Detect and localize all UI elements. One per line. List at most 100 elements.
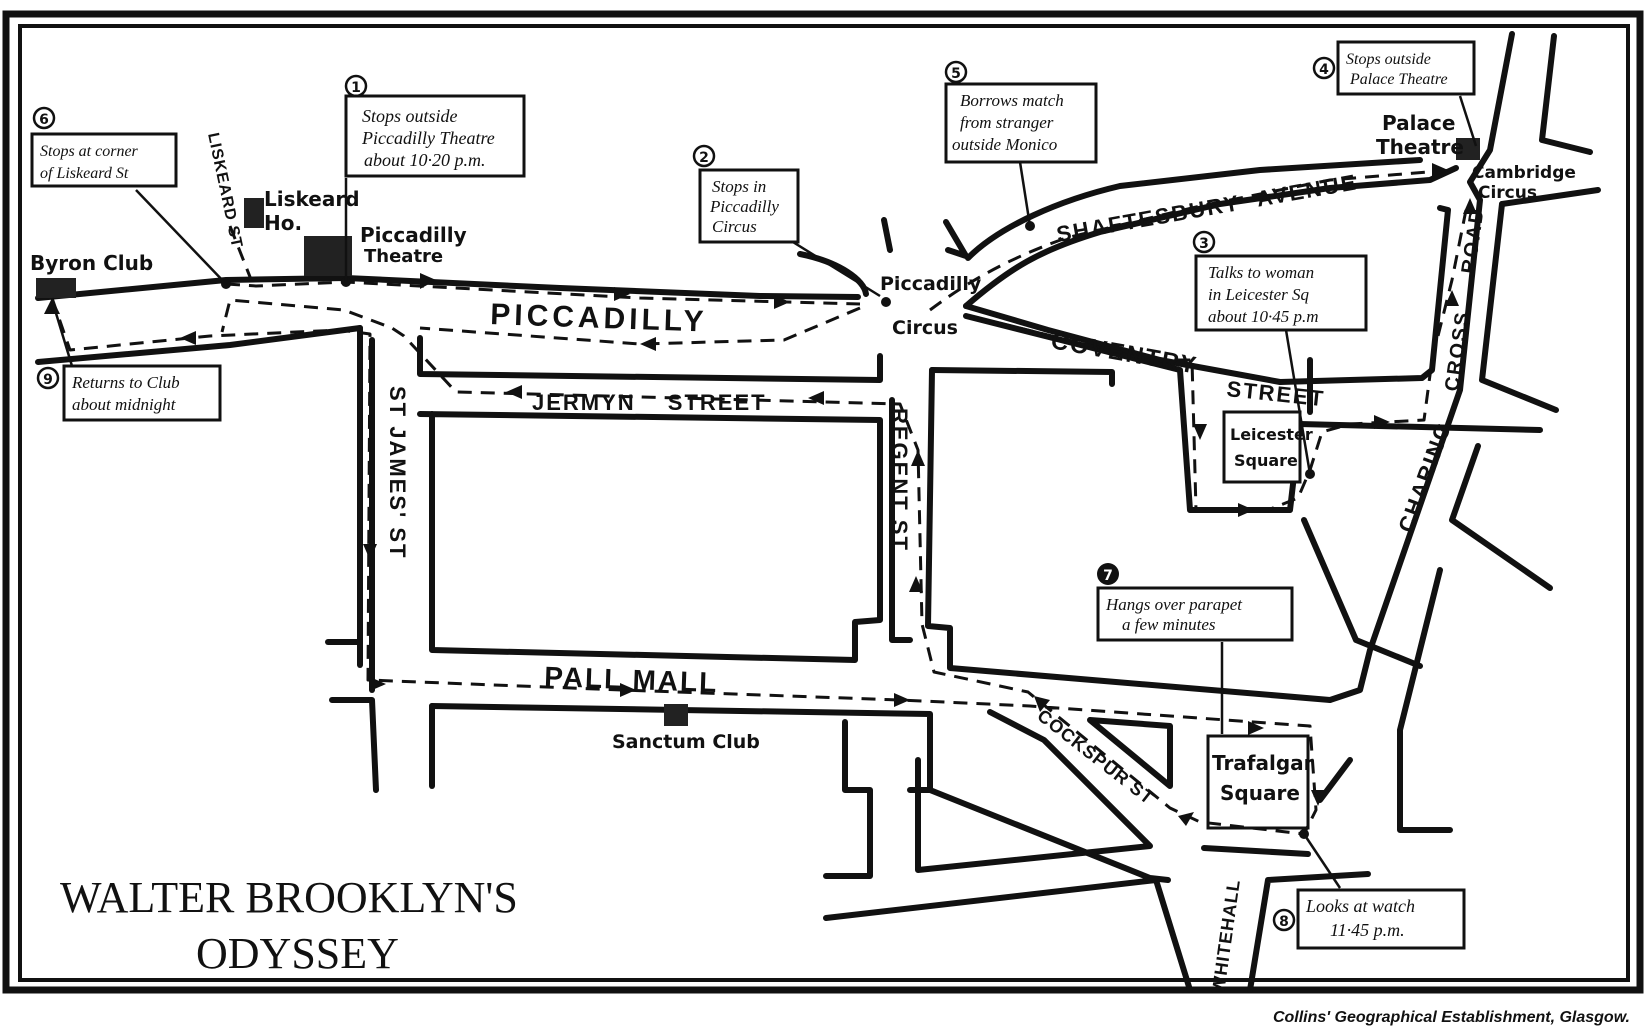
duncannon bbox=[1317, 757, 1353, 803]
leader-4 bbox=[1458, 95, 1478, 147]
map-border bbox=[2, 10, 1644, 994]
stop-note-5-line2: from stranger bbox=[960, 113, 1054, 132]
trafalgar-south bbox=[1201, 845, 1311, 857]
arrow-14 bbox=[1034, 696, 1050, 712]
place-sanctum-club: Sanctum Club bbox=[612, 731, 760, 753]
route-shaftesbury bbox=[929, 166, 1457, 312]
stop-note-4: 4 Stops outside Palace Theatre bbox=[1312, 40, 1476, 96]
squares bbox=[1206, 410, 1310, 830]
stop-note-8-line1: Looks at watch bbox=[1305, 896, 1415, 916]
street-st-james: ST JAMES' ST bbox=[385, 386, 410, 559]
stop-note-2-line2: Piccadilly bbox=[709, 197, 779, 216]
stop-number-badge-4 bbox=[1312, 56, 1336, 80]
stop-note-box-1 bbox=[344, 94, 526, 178]
stop-note-6-line2: of Liskeard St bbox=[40, 165, 129, 182]
arrow-7 bbox=[808, 391, 824, 405]
stop-note-9-line2: about midnight bbox=[72, 395, 177, 414]
arrow-13 bbox=[1178, 812, 1194, 826]
charing-cross-top-east bbox=[1539, 33, 1593, 155]
arrow-24 bbox=[370, 677, 386, 691]
stop-note-8: 8 Looks at watch 11·45 p.m. bbox=[1272, 888, 1466, 950]
arrow-22 bbox=[911, 450, 925, 466]
trafalgar-square-box bbox=[1206, 734, 1310, 830]
stop-note-3-line3: about 10·45 p.m bbox=[1208, 307, 1319, 326]
arrow-2 bbox=[614, 287, 630, 301]
stop-number-badge-5 bbox=[944, 60, 968, 84]
arrow-3 bbox=[774, 295, 790, 309]
stop-note-1-line1: Stops outside bbox=[362, 106, 458, 126]
cockspur-island bbox=[915, 709, 1153, 873]
stop-number-7: 7 bbox=[1103, 568, 1113, 584]
stop-note-2: 2 Stops in Piccadilly Circus bbox=[692, 144, 800, 244]
piccadilly-west-south-edge bbox=[35, 325, 363, 365]
charing-cross-side bbox=[1499, 187, 1601, 207]
shaftesbury-top bbox=[965, 157, 1423, 261]
stop-note-5-line3: outside Monico bbox=[952, 135, 1057, 154]
monico-corner bbox=[943, 219, 969, 259]
stop-note-box-7 bbox=[1096, 586, 1294, 642]
route-liskeard bbox=[228, 225, 254, 283]
road-network bbox=[35, 31, 1601, 993]
st-martins bbox=[1301, 517, 1423, 669]
piccadilly-north-edge bbox=[35, 275, 861, 301]
arrow-11 bbox=[1248, 721, 1264, 735]
place-piccadilly-circus-line1: Piccadilly bbox=[880, 273, 982, 295]
stop-number-9: 9 bbox=[43, 372, 53, 388]
street-pall-mall: PALL MALL bbox=[544, 661, 719, 698]
byron-club-building bbox=[36, 278, 76, 298]
street-piccadilly: PICCADILLY bbox=[490, 298, 708, 339]
stop-number-8: 8 bbox=[1279, 914, 1289, 930]
stop-note-1: 1 Stops outside Piccadilly Theatre about… bbox=[344, 74, 526, 178]
strand-edge bbox=[1397, 567, 1453, 833]
place-leicester-square-line1: Leicester bbox=[1230, 425, 1313, 444]
regent-west bbox=[889, 397, 913, 643]
stop-note-4-line1: Stops outside bbox=[1346, 51, 1431, 68]
leader-6 bbox=[135, 189, 227, 285]
stop-note-6: 6 Stops at corner of Liskeard St bbox=[30, 106, 178, 188]
leader-8 bbox=[1302, 833, 1342, 889]
map-title-line2: ODYSSEY bbox=[196, 929, 399, 978]
stop-note-box-4 bbox=[1336, 40, 1476, 96]
picc-circus-spoke-2 bbox=[797, 251, 869, 297]
piccadilly-theatre-building bbox=[304, 236, 352, 276]
stop-note-5-line1: Borrows match bbox=[960, 91, 1064, 110]
regent-east-block bbox=[925, 367, 1333, 703]
place-trafalgar-square-line1: Trafalgar bbox=[1212, 751, 1314, 775]
leicester-square-box bbox=[1222, 410, 1302, 484]
shaftesbury-north-edge bbox=[963, 165, 1459, 309]
stop-number-badge-2 bbox=[692, 144, 716, 168]
arrow-4 bbox=[640, 337, 656, 351]
charing-cross-west bbox=[1327, 31, 1515, 703]
place-byron-club: Byron Club bbox=[30, 251, 153, 275]
street-whitehall: WHITEHALL bbox=[1208, 878, 1244, 995]
route-arrows bbox=[44, 163, 1477, 826]
stop-number-2: 2 bbox=[699, 150, 709, 166]
map-title: WALTER BROOKLYN'S ODYSSEY bbox=[60, 873, 518, 978]
stop-note-6-line1: Stops at corner bbox=[40, 143, 139, 160]
coventry-north-block bbox=[963, 205, 1451, 385]
stop-number-badge-7 bbox=[1097, 563, 1119, 585]
stop-note-2-line1: Stops in bbox=[712, 177, 766, 196]
place-cambridge-circus-line1: Cambridge bbox=[1472, 163, 1576, 183]
arrow-18 bbox=[1432, 163, 1448, 177]
place-trafalgar-square-line2: Square bbox=[1220, 781, 1300, 805]
place-labels: Byron Club Liskeard Ho. Piccadilly Theat… bbox=[30, 111, 1576, 805]
cockspur-triangle bbox=[1087, 717, 1173, 789]
stop-number-badge-3 bbox=[1192, 230, 1216, 254]
publisher-credit: Collins' Geographical Establishment, Gla… bbox=[1273, 1009, 1630, 1026]
stop-number-badge-6 bbox=[32, 106, 56, 130]
stop-note-box-5 bbox=[944, 82, 1098, 164]
arrow-12 bbox=[1311, 790, 1325, 806]
arrow-19 bbox=[1193, 424, 1207, 440]
stop-number-6: 6 bbox=[39, 112, 49, 128]
street-liskeard: LISKEARD ST bbox=[204, 131, 245, 250]
central-block bbox=[417, 411, 883, 663]
stop-note-box-3 bbox=[1194, 254, 1368, 332]
stop-note-2-line3: Circus bbox=[712, 217, 757, 236]
whitehall-east bbox=[1247, 871, 1371, 993]
arrow-17 bbox=[1463, 198, 1477, 214]
liskeard-ho-building bbox=[244, 198, 264, 228]
place-leicester-square-line2: Square bbox=[1234, 451, 1298, 470]
stop-note-box-2 bbox=[698, 168, 800, 244]
